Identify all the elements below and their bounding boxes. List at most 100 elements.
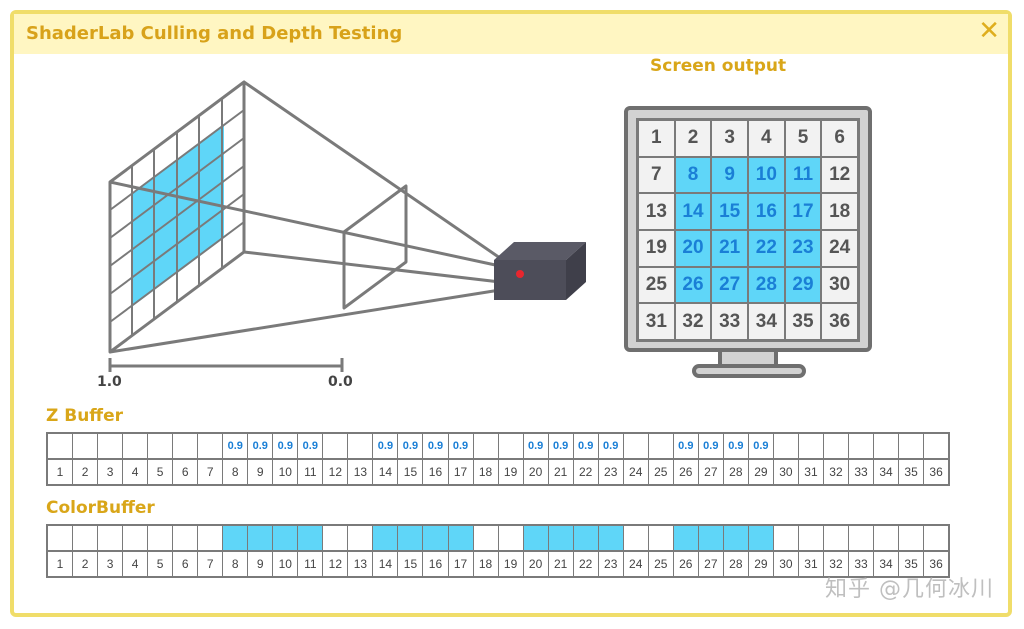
screen-output-title: Screen output xyxy=(650,56,787,76)
zbuffer-index-cell: 25 xyxy=(649,460,674,484)
screen-pixel: 21 xyxy=(711,230,748,267)
far-plane xyxy=(342,184,408,310)
screen-pixel: 8 xyxy=(674,156,712,194)
colorbuffer-index-cell: 10 xyxy=(273,552,299,576)
colorbuffer-index-cell: 33 xyxy=(849,552,875,576)
colorbuffer-cell xyxy=(423,526,449,550)
screen-pixel: 29 xyxy=(784,266,822,304)
colorbuffer-index-cell: 27 xyxy=(699,552,724,576)
zbuffer-index-cell: 32 xyxy=(824,460,849,484)
zbuffer-cell: 0.9 xyxy=(273,434,299,458)
colorbuffer-index-cell: 11 xyxy=(298,552,324,576)
screen-pixel: 28 xyxy=(748,266,785,304)
colorbuffer-index-cell: 22 xyxy=(574,552,599,576)
watermark: 知乎 @几何冰川 xyxy=(825,577,994,602)
window-title: ShaderLab Culling and Depth Testing xyxy=(26,23,403,44)
screen-pixel: 5 xyxy=(784,120,822,157)
colorbuffer-label: ColorBuffer xyxy=(46,498,155,518)
zbuffer-index-cell: 17 xyxy=(449,460,474,484)
colorbuffer-cell xyxy=(98,526,124,550)
zbuffer-index-cell: 34 xyxy=(874,460,900,484)
zbuffer-index-cell: 6 xyxy=(173,460,199,484)
colorbuffer-cell xyxy=(673,526,699,550)
close-icon[interactable]: ✕ xyxy=(978,16,1000,46)
zbuffer-cell: 0.9 xyxy=(549,434,574,458)
zbuffer-cell: 0.9 xyxy=(724,434,749,458)
colorbuffer-index-cell: 12 xyxy=(323,552,349,576)
colorbuffer-index-cell: 5 xyxy=(148,552,174,576)
colorbuffer-cell xyxy=(123,526,149,550)
colorbuffer-index-cell: 35 xyxy=(899,552,925,576)
zbuffer-cell: 0.9 xyxy=(449,434,474,458)
colorbuffer-cell xyxy=(348,526,374,550)
screen-pixel: 30 xyxy=(821,266,858,304)
zbuffer-cell: 0.9 xyxy=(599,434,624,458)
colorbuffer-cell xyxy=(799,526,824,550)
colorbuffer-cell xyxy=(198,526,224,550)
screen-pixel: 16 xyxy=(748,193,785,230)
colorbuffer-index-cell: 16 xyxy=(423,552,449,576)
zbuffer-cell xyxy=(48,434,74,458)
zbuffer-index-cell: 30 xyxy=(774,460,799,484)
zbuffer-index-cell: 21 xyxy=(549,460,574,484)
screen-pixel: 1 xyxy=(638,120,675,157)
zbuffer-cell xyxy=(98,434,124,458)
zbuffer-index-cell: 35 xyxy=(899,460,925,484)
colorbuffer-cell xyxy=(48,526,74,550)
colorbuffer-index-cell: 1 xyxy=(48,552,74,576)
zbuffer-cell xyxy=(924,434,948,458)
zbuffer-cell xyxy=(123,434,149,458)
screen-pixel: 20 xyxy=(674,230,712,267)
zbuffer-index-cell: 12 xyxy=(323,460,349,484)
screen-pixel: 7 xyxy=(638,156,675,194)
colorbuffer-cell xyxy=(248,526,274,550)
colorbuffer-cell xyxy=(523,526,549,550)
zbuffer-index-cell: 1 xyxy=(48,460,74,484)
camera-icon xyxy=(494,242,586,300)
screen-pixel: 15 xyxy=(711,193,748,230)
zbuffer-index-cell: 28 xyxy=(724,460,749,484)
colorbuffer-index-cell: 28 xyxy=(724,552,749,576)
screen-pixel: 13 xyxy=(638,193,675,230)
screen-pixel: 17 xyxy=(784,193,822,230)
colorbuffer-index-cell: 25 xyxy=(649,552,674,576)
colorbuffer-index-cell: 9 xyxy=(248,552,274,576)
zbuffer-cell xyxy=(73,434,99,458)
colorbuffer-index-cell: 18 xyxy=(474,552,499,576)
screen-pixel: 2 xyxy=(674,120,712,157)
colorbuffer-index-cell: 3 xyxy=(98,552,124,576)
colorbuffer-cell xyxy=(824,526,849,550)
zbuffer-index-cell: 27 xyxy=(699,460,724,484)
zbuffer-cell: 0.9 xyxy=(574,434,599,458)
colorbuffer-cell xyxy=(649,526,674,550)
zbuffer-index-cell: 29 xyxy=(749,460,774,484)
colorbuffer-index-cell: 30 xyxy=(774,552,799,576)
colorbuffer-cell xyxy=(398,526,424,550)
colorbuffer-cell xyxy=(298,526,324,550)
zbuffer-cell xyxy=(799,434,824,458)
zbuffer-index-cell: 11 xyxy=(298,460,324,484)
zbuffer-index-cell: 36 xyxy=(929,465,943,479)
zbuffer-index-cell: 3 xyxy=(98,460,124,484)
zbuffer-cell: 0.9 xyxy=(298,434,324,458)
colorbuffer-index-cell: 29 xyxy=(749,552,774,576)
near-depth-label: 1.0 xyxy=(97,374,122,390)
zbuffer-cell xyxy=(348,434,374,458)
zbuffer-index-cell: 23 xyxy=(599,460,624,484)
zbuffer-index-cell: 5 xyxy=(148,460,174,484)
zbuffer-cell xyxy=(173,434,199,458)
colorbuffer-index-cell: 7 xyxy=(198,552,224,576)
screen-pixel: 34 xyxy=(748,303,785,340)
zbuffer-cell xyxy=(649,434,674,458)
screen-pixel: 36 xyxy=(821,303,858,340)
colorbuffer-cell xyxy=(373,526,399,550)
zbuffer-cell xyxy=(198,434,224,458)
colorbuffer-cell xyxy=(499,526,524,550)
zbuffer-index-cell: 7 xyxy=(198,460,224,484)
screen-pixel: 6 xyxy=(821,120,858,157)
zbuffer-cell: 0.9 xyxy=(223,434,249,458)
screen-pixel: 3 xyxy=(711,120,748,157)
zbuffer-cell: 0.9 xyxy=(373,434,399,458)
